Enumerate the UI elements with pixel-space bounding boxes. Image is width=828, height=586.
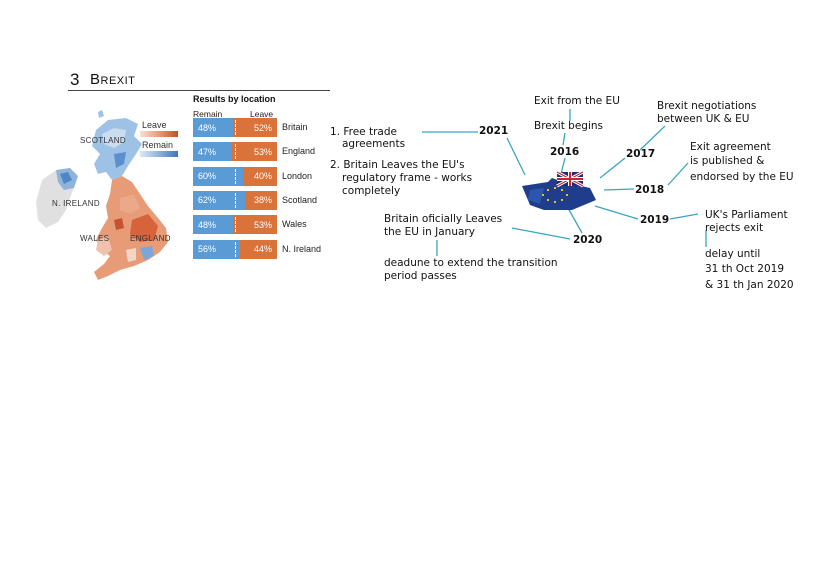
section-heading: 3 Brexit [68, 70, 330, 91]
leave-bar: 44% [240, 239, 277, 259]
leave-bar: 53% [232, 142, 277, 162]
connector-lines [422, 109, 707, 256]
result-row: 60%40% London [193, 166, 333, 186]
uk-map-graphic [36, 110, 168, 280]
note-delay-line1: delay until [705, 248, 761, 260]
legend-remain-scale [140, 151, 178, 157]
result-location: England [282, 146, 316, 157]
legend-leave-label: Leave [142, 120, 167, 130]
eu-puzzle-graphic [522, 170, 596, 210]
note-delay-line3: & 31 th Jan 2020 [705, 279, 794, 291]
year-2016: 2016 [550, 146, 580, 158]
note-agreement-line1: Exit agreement [690, 141, 771, 153]
year-2017: 2017 [626, 148, 656, 160]
note-trade-line1: 1. Free trade [330, 126, 397, 138]
fifty-percent-marker [235, 192, 236, 208]
fifty-percent-marker [235, 217, 236, 233]
fifty-percent-marker [235, 168, 236, 184]
note-parliament-line2: rejects exit [705, 222, 764, 234]
leave-bar: 52% [233, 118, 277, 137]
results-by-location: Results by location Remain Leave 48%52%B… [193, 94, 333, 274]
note-leaves-line1: Britain oficially Leaves [384, 213, 503, 225]
note-regulatory-line3: completely [342, 185, 401, 197]
remain-column-header: Remain [193, 109, 223, 119]
year-2021: 2021 [479, 125, 509, 137]
remain-bar: 62% [193, 190, 245, 210]
note-regulatory-line2: regulatory frame - works [342, 172, 473, 184]
leave-bar: 40% [243, 166, 277, 186]
note-agreement-line3: endorsed by the EU [690, 171, 794, 183]
note-regulatory-line1: 2. Britain Leaves the EU's [330, 159, 465, 171]
leave-bar: 53% [233, 215, 277, 235]
result-location: N. Ireland [282, 243, 322, 254]
result-row: 62%38% Scotland [193, 190, 333, 210]
note-negotiations-line1: Brexit negotiations [657, 100, 757, 112]
year-2020: 2020 [573, 234, 603, 246]
section-number: 3 [70, 70, 80, 89]
result-location: Britain [282, 122, 308, 132]
remain-bar: 47% [193, 142, 232, 162]
result-row: 48%52% Britain [193, 118, 333, 137]
results-title: Results by location [193, 94, 276, 104]
year-2018: 2018 [635, 184, 665, 196]
result-location: Scotland [282, 194, 318, 205]
note-deadline-line1: deadune to extend the transition [384, 257, 558, 269]
result-row: 48%53% Wales [193, 215, 333, 235]
note-trade-line2: agreements [342, 138, 406, 150]
legend-leave-scale [140, 131, 178, 137]
year-2019: 2019 [640, 214, 670, 226]
leave-column-header: Leave [250, 109, 274, 119]
fifty-percent-marker [235, 144, 236, 160]
leave-bar: 38% [245, 190, 277, 210]
section-title: Brexit [90, 71, 136, 88]
note-leaves-line2: the EU in January [384, 226, 475, 238]
note-deadline-line2: period passes [384, 270, 457, 282]
note-exit-from-eu: Exit from the EU [534, 95, 620, 107]
uk-referendum-map: SCOTLAND N. IRELAND WALES ENGLAND [36, 110, 190, 290]
note-delay-line2: 31 th Oct 2019 [705, 263, 785, 275]
legend-remain-label: Remain [142, 140, 174, 150]
result-row: 56%44% N. Ireland [193, 239, 333, 259]
result-location: London [282, 170, 313, 181]
remain-bar: 56% [193, 239, 240, 259]
fifty-percent-marker [235, 241, 236, 257]
result-location: Wales [282, 219, 307, 230]
map-label-wales: WALES [80, 234, 110, 243]
map-label-n-ireland: N. IRELAND [52, 199, 100, 208]
fifty-percent-marker [235, 120, 236, 135]
map-legend: Leave Remain [138, 120, 188, 165]
note-agreement-line2: is published & [690, 155, 765, 167]
map-label-england: ENGLAND [130, 234, 171, 243]
result-row: 47%53% England [193, 142, 333, 162]
map-label-scotland: SCOTLAND [80, 136, 126, 145]
remain-bar: 48% [193, 215, 233, 235]
remain-bar: 48% [193, 118, 233, 137]
note-parliament-line1: UK's Parliament [705, 209, 788, 221]
note-negotiations-line2: between UK & EU [657, 113, 750, 125]
remain-bar: 60% [193, 166, 243, 186]
note-brexit-begins: Brexit begins [534, 120, 603, 132]
